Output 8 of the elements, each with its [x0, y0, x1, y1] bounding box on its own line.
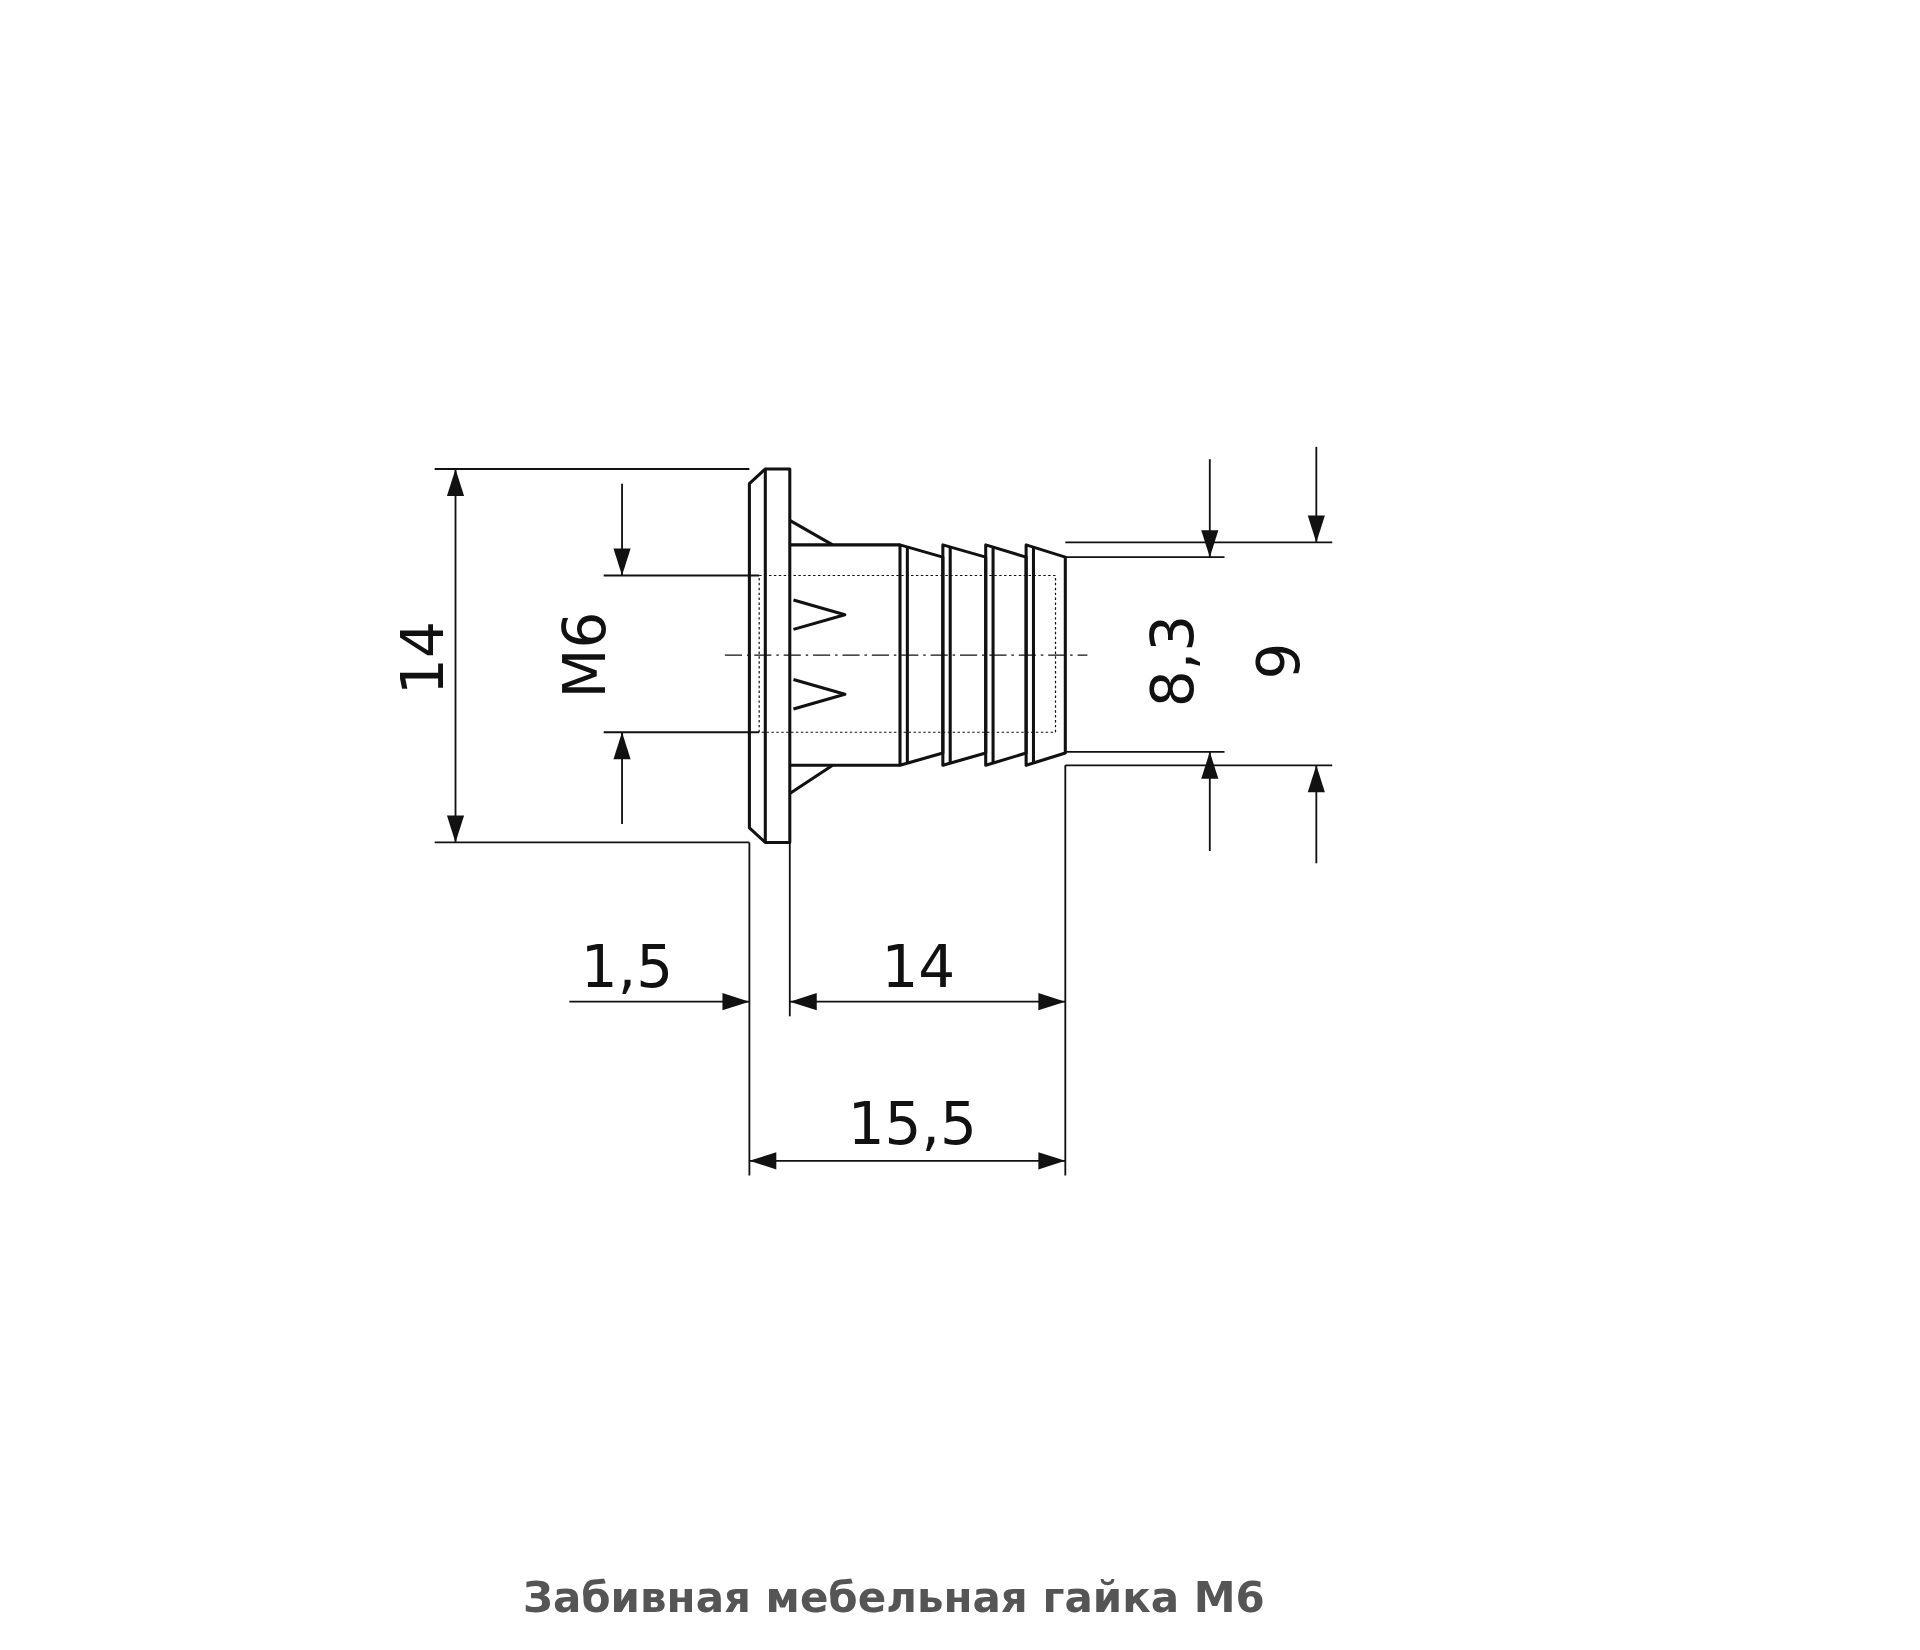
dimension-label: 14 [393, 620, 452, 695]
dimension-label: 9 [1250, 642, 1309, 680]
dimension-label: 15,5 [847, 1095, 977, 1154]
dimension-label: M6 [556, 611, 615, 699]
dimension-label: 14 [881, 938, 956, 997]
dimension-label: 8,3 [1144, 615, 1203, 708]
caption: Забивная мебельная гайка М6 [523, 1576, 1265, 1619]
dimension-label: 1,5 [580, 938, 674, 997]
